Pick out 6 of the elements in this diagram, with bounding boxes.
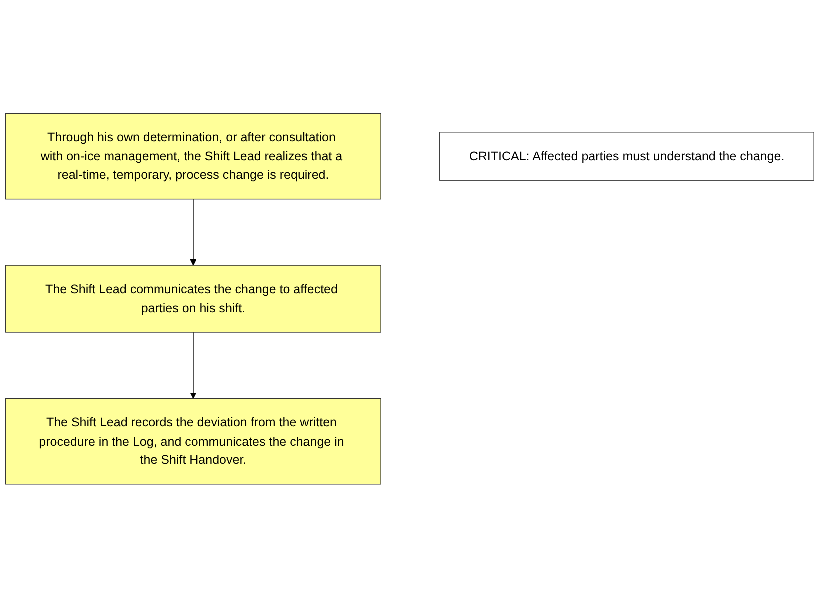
arrow [190,332,197,399]
node-box: CRITICAL: Affected parties must understand the change. [440,132,814,181]
node-box: The Shift Lead communicates the change to affected parties on his shift. [6,265,382,333]
node-box: Through his own determination, or after consultation with on-ice management, the Shift Lead realizes that a real-time, temporary, process change is required. [6,113,382,200]
arrow [190,198,197,266]
node-box: The Shift Lead records the deviation from the written procedure in the Log, and communicates the change in the Shift Handover. [6,398,382,485]
